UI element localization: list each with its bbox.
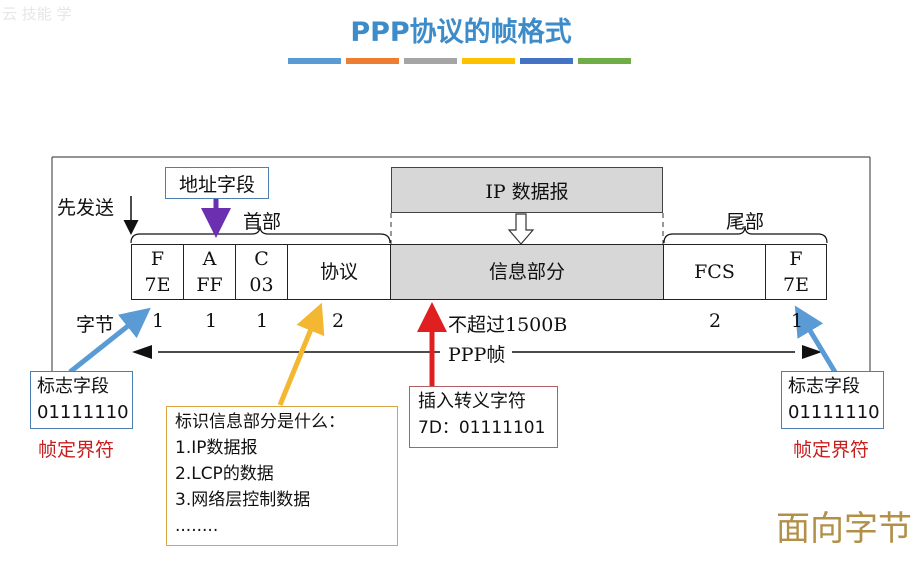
page-title: PPP协议的帧格式 — [350, 17, 572, 48]
field-flag-start: F 7E — [131, 244, 184, 300]
escape-note-value: 7D：01111101 — [418, 418, 546, 438]
ppp-frame-arrowhead-right — [802, 345, 822, 359]
field-line1: F — [789, 248, 803, 270]
field-flag-end: F 7E — [765, 244, 827, 300]
header-label: 首部 — [243, 211, 282, 233]
protocol-note-item: 1.IP数据报 — [175, 438, 258, 458]
color-bar-2 — [346, 58, 399, 64]
flag-left-note: 帧定界符 — [38, 439, 115, 461]
byte-count: 1 — [152, 310, 165, 332]
protocol-note-item: 3.网络层控制数据 — [175, 490, 311, 510]
ppp-frame-label: PPP帧 — [446, 340, 508, 367]
address-field-label: 地址字段 — [178, 173, 255, 196]
color-bar-1 — [288, 58, 341, 64]
trailer-label: 尾部 — [726, 211, 765, 233]
protocol-arrow — [277, 302, 325, 406]
flag-right-value: 01111110 — [788, 402, 880, 423]
ppp-frame-arrowhead-left — [132, 345, 152, 359]
protocol-note-item: ........ — [175, 516, 219, 536]
field-fcs: FCS — [663, 244, 766, 300]
color-bar-6 — [578, 58, 631, 64]
flag-right-note: 帧定界符 — [793, 439, 870, 461]
field-line2: 7E — [144, 274, 171, 296]
flag-right-title: 标志字段 — [788, 376, 860, 397]
bytes-label: 字节 — [76, 314, 115, 336]
byte-count: 2 — [709, 310, 722, 332]
protocol-note-box: 标识信息部分是什么： 1.IP数据报 2.LCP的数据 3.网络层控制数据 ..… — [166, 406, 398, 546]
flag-right-arrow — [794, 305, 838, 374]
field-protocol: 协议 — [287, 244, 391, 300]
field-line1: FCS — [694, 261, 735, 283]
field-line2: FF — [196, 274, 223, 296]
byte-count: 1 — [256, 310, 269, 332]
flag-right-box: 标志字段 01111110 — [781, 371, 884, 429]
flag-left-box: 标志字段 01111110 — [30, 371, 133, 429]
field-information: 信息部分 — [390, 244, 664, 300]
byte-count: 1 — [791, 310, 804, 332]
escape-note-box: 插入转义字符 7D：01111101 — [409, 386, 558, 448]
byte-count: 2 — [332, 310, 345, 332]
field-line2: 7E — [783, 274, 809, 296]
protocol-note-title: 标识信息部分是什么： — [175, 412, 345, 432]
header-brace — [130, 225, 391, 244]
color-bar-5 — [520, 58, 573, 64]
ip-datagram-label: IP 数据报 — [485, 180, 569, 203]
field-line1: C — [254, 248, 269, 270]
protocol-note-item: 2.LCP的数据 — [175, 464, 274, 484]
color-bar-3 — [404, 58, 457, 64]
flag-left-arrow — [68, 307, 151, 374]
field-line2: 03 — [249, 274, 274, 296]
field-line1: 协议 — [319, 261, 358, 283]
field-line1: 信息部分 — [488, 261, 565, 283]
byte-count: 不超过1500B — [448, 314, 568, 336]
send-first-label: 先发送 — [57, 197, 115, 219]
ip-down-arrow — [507, 213, 535, 245]
field-line1: F — [150, 248, 165, 270]
address-field-box: 地址字段 — [165, 167, 269, 199]
flag-left-title: 标志字段 — [37, 376, 109, 397]
flag-left-value: 01111110 — [37, 402, 129, 423]
escape-note-title: 插入转义字符 — [418, 391, 526, 412]
trailer-brace — [663, 225, 828, 244]
ip-datagram-box: IP 数据报 — [391, 167, 663, 213]
brand-caption: 面向字节 — [776, 509, 912, 549]
byte-count: 1 — [205, 310, 218, 332]
field-line1: A — [202, 248, 217, 270]
field-control: C 03 — [235, 244, 288, 300]
color-bar-4 — [462, 58, 515, 64]
watermark: 云 技能 学 — [2, 5, 72, 23]
field-address: A FF — [183, 244, 236, 300]
